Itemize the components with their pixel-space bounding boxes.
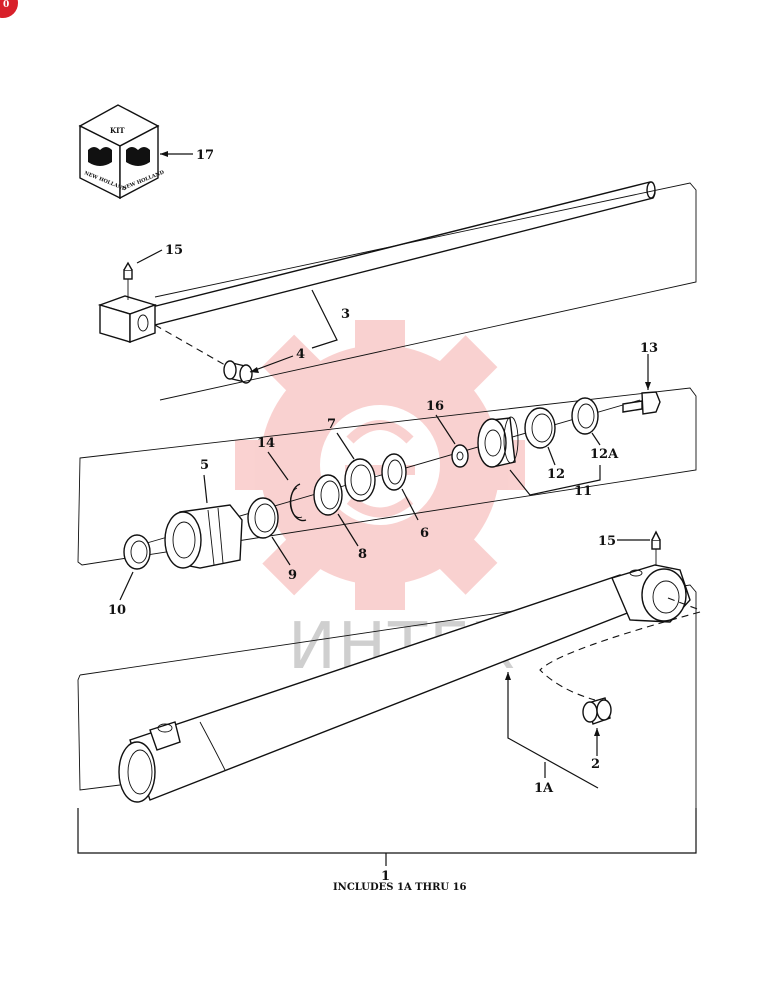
- callout-6: 6: [420, 526, 429, 541]
- washer-16: [451, 444, 469, 468]
- ring-9: [247, 497, 279, 539]
- bushing-2: [582, 697, 612, 725]
- piston-11: [477, 416, 519, 468]
- ring-12: [524, 407, 556, 449]
- bolt-13: [622, 391, 661, 415]
- ring-12a: [571, 397, 599, 435]
- callout-10: 10: [108, 603, 126, 618]
- leader-15a: [136, 249, 163, 264]
- gland-5: [164, 504, 243, 569]
- callout-1: 1: [381, 869, 390, 884]
- callout-15-bottom: 15: [598, 534, 616, 549]
- callout-9: 9: [288, 568, 297, 583]
- callout-2: 2: [591, 757, 600, 772]
- includes-note: INCLUDES 1A THRU 16: [333, 882, 467, 893]
- grease-fitting-top: [123, 261, 133, 300]
- watermark-logo: [235, 320, 525, 610]
- seal-10: [123, 534, 151, 570]
- grease-fitting-bottom: [651, 530, 661, 566]
- callout-7: 7: [327, 417, 336, 432]
- new-holland-logo-icon: [88, 147, 150, 166]
- callout-1a: 1A: [534, 781, 554, 796]
- kit-box: KIT NEW HOLLAND NEW HOLLAND: [78, 104, 166, 200]
- snap-ring-14: [289, 483, 307, 522]
- callout-13: 13: [640, 341, 658, 356]
- callout-17: 17: [196, 148, 214, 163]
- callout-12: 12: [547, 467, 565, 482]
- callout-8: 8: [358, 547, 367, 562]
- callout-15-top: 15: [165, 243, 183, 258]
- cylinder-barrel: [118, 564, 691, 803]
- svg-text:0: 0: [3, 0, 9, 10]
- ring-6: [381, 453, 407, 491]
- callout-14: 14: [257, 436, 275, 451]
- callout-5: 5: [200, 458, 209, 473]
- kit-label: KIT: [110, 126, 125, 135]
- callout-16: 16: [426, 399, 444, 414]
- bushing-4: [223, 360, 253, 384]
- callout-12a: 12A: [590, 447, 619, 462]
- ring-8: [313, 474, 343, 516]
- callout-3: 3: [341, 307, 350, 322]
- corner-badge: 0: [0, 0, 18, 18]
- piston-rod: [97, 181, 656, 343]
- callout-11: 11: [574, 484, 592, 499]
- ring-7: [344, 458, 376, 502]
- callout-4: 4: [296, 347, 305, 362]
